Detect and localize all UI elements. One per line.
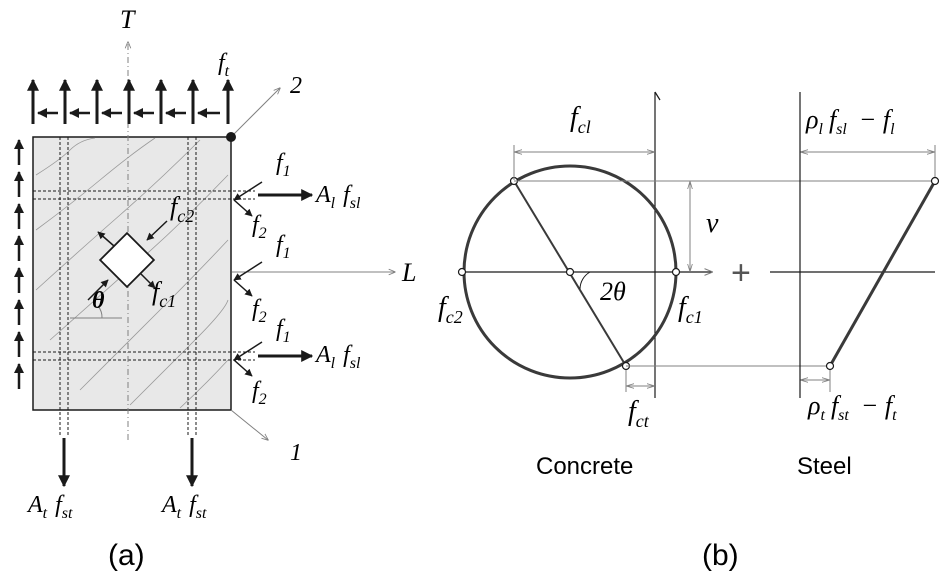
- stress-element-arrows: [87, 220, 168, 301]
- label-f2-mid: f2: [252, 296, 267, 326]
- label-L: L: [401, 258, 416, 287]
- node-center: [565, 267, 575, 277]
- label-f2-top: f2: [252, 212, 267, 242]
- theta-arc: [97, 305, 103, 319]
- node-fc1: [671, 267, 681, 277]
- bottom-steel-arrows: [58, 438, 198, 488]
- corner-node: [226, 132, 236, 142]
- node-fc2: [457, 267, 467, 277]
- label-fc1-b: fc1: [678, 292, 703, 327]
- label-fcl: fcl: [570, 102, 591, 137]
- label-fc2-b: fc2: [438, 292, 463, 327]
- panel-a: T ft 2 1 L θ fc2 fc1 f1 f2 f1 f2 f1 f2 A…: [14, 5, 416, 572]
- right-steel-arrows: [258, 189, 314, 362]
- stress-element: [98, 231, 156, 289]
- label-f1-mid: f1: [276, 232, 291, 262]
- label-two-theta: 2θ: [600, 277, 626, 306]
- label-f2-bot: f2: [252, 378, 267, 408]
- top-tension-arrows: [27, 78, 234, 124]
- steel-bars: [33, 137, 255, 435]
- caption-b: (b): [702, 539, 739, 572]
- steel-line: [828, 180, 937, 367]
- label-f1-bot: f1: [276, 316, 291, 346]
- label-T: T: [120, 5, 136, 34]
- crack-pattern: [35, 137, 229, 409]
- label-v: v: [706, 208, 719, 239]
- label-ft: ft: [218, 50, 230, 80]
- principal-axis-2: [230, 88, 280, 138]
- label-fc2-a: fc2: [170, 192, 194, 226]
- two-theta-arc: [579, 271, 591, 290]
- steel-label: Steel: [797, 453, 852, 480]
- concrete-label: Concrete: [536, 453, 633, 480]
- label-fc1-a: fc1: [152, 277, 176, 311]
- caption-a: (a): [108, 539, 145, 572]
- principal-stress-arrows: [233, 181, 263, 377]
- label-theta: θ: [92, 288, 105, 314]
- label-f1-top: f1: [276, 150, 291, 180]
- principal-axis-1: [230, 409, 268, 440]
- steel-node-top: [930, 176, 940, 186]
- label-axis-1: 1: [290, 440, 302, 466]
- steel-node-bottom: [825, 361, 835, 371]
- concrete-tau-axis-tip: [654, 91, 661, 101]
- label-plus: +: [731, 254, 751, 292]
- projection-lines: [513, 145, 936, 392]
- label-fct: fct: [628, 396, 650, 431]
- label-axis-2: 2: [290, 73, 302, 99]
